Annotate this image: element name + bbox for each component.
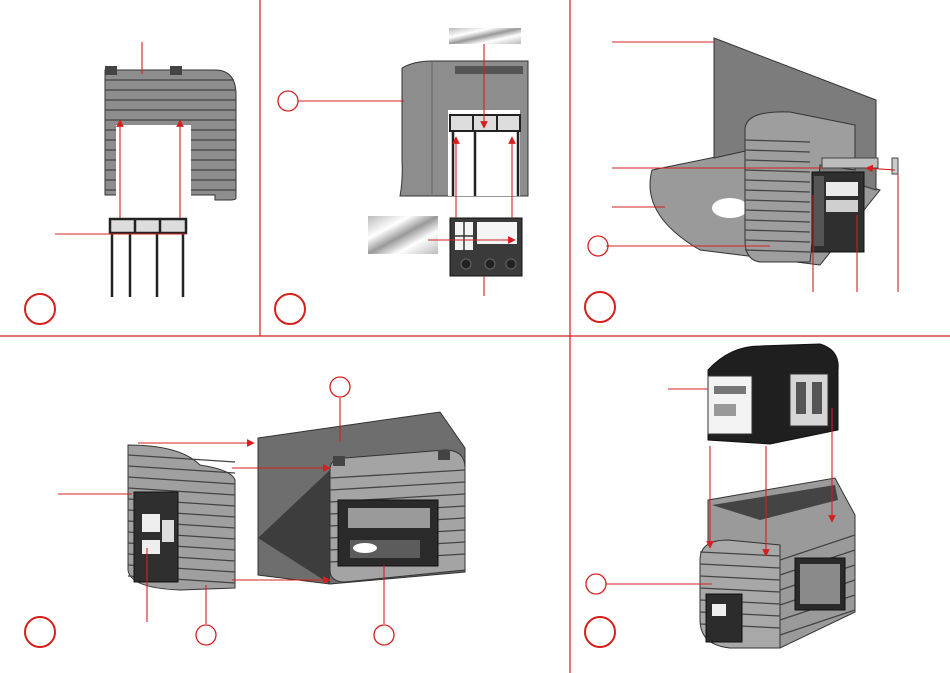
part-callout-circle <box>330 377 350 397</box>
main-building-body <box>258 412 465 584</box>
step-3-panel <box>585 38 898 322</box>
step-5-circle <box>585 617 615 647</box>
part-callout-circle <box>278 91 298 111</box>
part-callout-circle <box>374 625 394 645</box>
small-part-icon <box>892 158 898 174</box>
curved-ribbed-wall <box>105 66 236 200</box>
glue-icon <box>449 28 521 44</box>
glue-icon <box>368 216 438 254</box>
wall-with-window-opening <box>400 61 528 196</box>
base-plate-with-walls <box>650 38 880 265</box>
left-corner-section <box>128 445 235 590</box>
step-4-panel <box>25 377 465 647</box>
step-2-panel <box>275 28 528 324</box>
window-insert-part <box>450 218 522 276</box>
step-3-circle <box>585 292 615 322</box>
roof-block <box>708 344 838 444</box>
part-callout-circle <box>586 574 606 594</box>
step-4-circle <box>25 617 55 647</box>
step-1-panel <box>25 42 236 324</box>
step-2-circle <box>275 294 305 324</box>
part-callout-circle <box>588 236 608 256</box>
window-frame-part <box>110 219 186 297</box>
part-callout-circle <box>196 625 216 645</box>
step-1-circle <box>25 294 55 324</box>
step-5-panel <box>585 344 855 648</box>
